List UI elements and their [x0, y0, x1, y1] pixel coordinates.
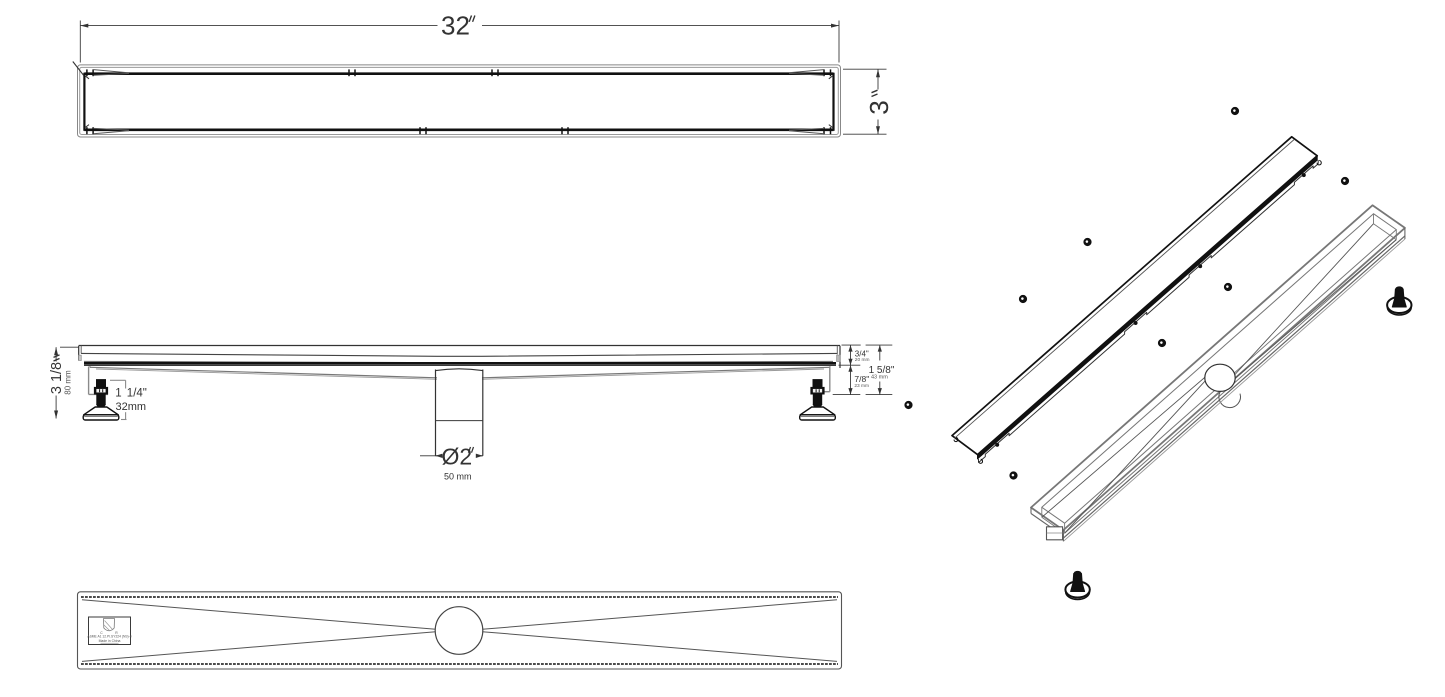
svg-text:7/8": 7/8"	[854, 374, 869, 384]
svg-text:1 5/8": 1 5/8"	[869, 365, 895, 376]
svg-text:C: C	[100, 631, 103, 635]
svg-text:50 mm: 50 mm	[444, 472, 472, 482]
svg-text:23 mm: 23 mm	[854, 383, 869, 389]
svg-text:ASME A1 12.PI.SY224 (NS)-4: ASME A1 12.PI.SY224 (NS)-4	[87, 635, 131, 639]
svg-text:32mm: 32mm	[116, 401, 147, 413]
svg-text:3 1/8: 3 1/8	[49, 362, 65, 394]
svg-text:R: R	[115, 631, 118, 635]
svg-text:3: 3	[864, 100, 894, 114]
svg-text:80 mm: 80 mm	[64, 370, 73, 395]
svg-text:43 mm: 43 mm	[871, 374, 888, 380]
svg-text:1: 1	[115, 387, 121, 399]
svg-text:1/4": 1/4"	[127, 387, 147, 399]
svg-text:3/4": 3/4"	[855, 349, 869, 358]
svg-text:20 mm: 20 mm	[855, 357, 870, 363]
svg-text:Ø2: Ø2	[442, 444, 473, 470]
svg-text:32: 32	[441, 10, 470, 40]
svg-text:Made in China: Made in China	[99, 639, 121, 643]
